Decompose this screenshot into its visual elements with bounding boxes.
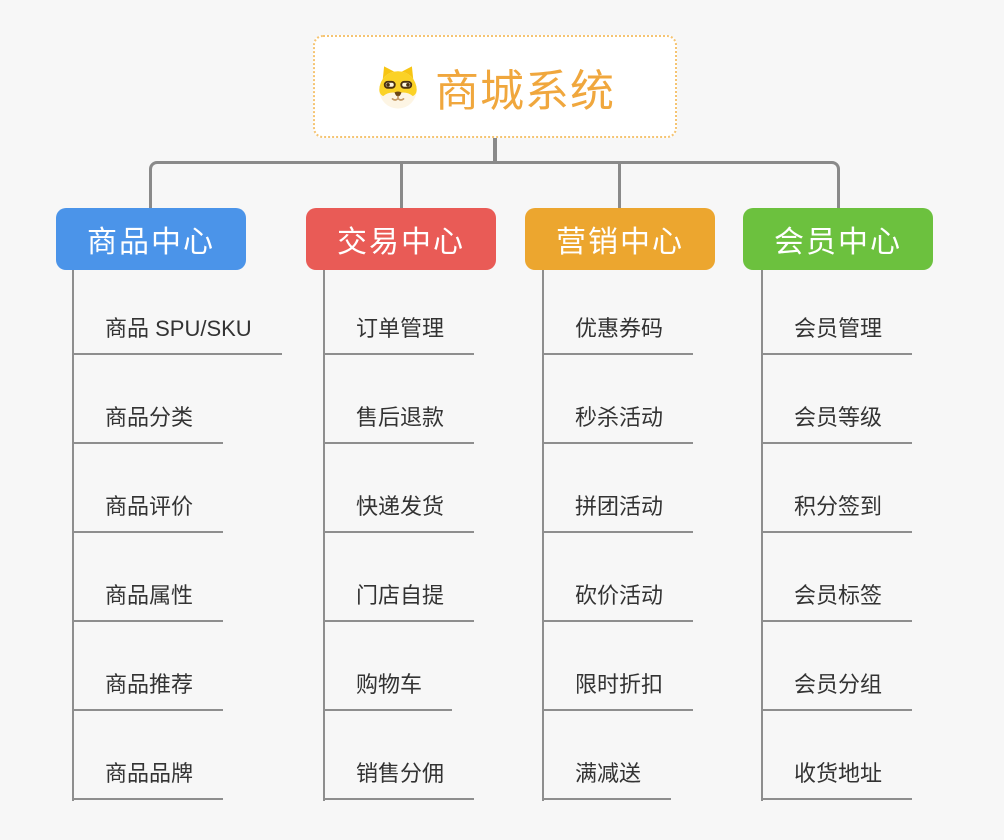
item-label: 积分签到 <box>761 489 913 533</box>
item-label: 会员分组 <box>761 667 913 711</box>
item-label: 商品属性 <box>72 578 224 622</box>
item-node[interactable]: 销售分佣 <box>323 711 475 800</box>
branch-member-center[interactable]: 会员中心 <box>743 208 933 270</box>
item-node[interactable]: 商品 SPU/SKU <box>72 270 282 355</box>
item-node[interactable]: 优惠券码 <box>542 270 694 355</box>
item-node[interactable]: 快递发货 <box>323 444 475 533</box>
connector-bus <box>149 161 840 209</box>
item-label: 商品评价 <box>72 489 224 533</box>
branch-items-marketing: 优惠券码 秒杀活动 拼团活动 砍价活动 限时折扣 满减送 <box>542 270 694 800</box>
item-label: 商品分类 <box>72 400 224 444</box>
item-label: 快递发货 <box>323 489 475 533</box>
connector-column-line-marketing <box>542 270 544 801</box>
item-label: 收货地址 <box>761 756 913 800</box>
item-label: 秒杀活动 <box>542 400 694 444</box>
branch-items-member: 会员管理 会员等级 积分签到 会员标签 会员分组 收货地址 <box>761 270 913 800</box>
item-node[interactable]: 商品分类 <box>72 355 282 444</box>
branch-items-product: 商品 SPU/SKU 商品分类 商品评价 商品属性 商品推荐 商品品牌 <box>72 270 282 800</box>
item-label: 优惠券码 <box>542 311 694 355</box>
item-node[interactable]: 会员管理 <box>761 270 913 355</box>
item-node[interactable]: 商品属性 <box>72 533 282 622</box>
branch-marketing-center[interactable]: 营销中心 <box>525 208 715 270</box>
item-label: 商品品牌 <box>72 756 224 800</box>
item-label: 会员等级 <box>761 400 913 444</box>
item-node[interactable]: 会员分组 <box>761 622 913 711</box>
item-node[interactable]: 秒杀活动 <box>542 355 694 444</box>
connector-column-line-member <box>761 270 763 801</box>
item-node[interactable]: 限时折扣 <box>542 622 694 711</box>
item-label: 购物车 <box>323 667 453 711</box>
item-node[interactable]: 订单管理 <box>323 270 475 355</box>
connector-root-stem <box>493 138 497 164</box>
item-node[interactable]: 商品评价 <box>72 444 282 533</box>
item-label: 会员标签 <box>761 578 913 622</box>
item-label: 砍价活动 <box>542 578 694 622</box>
branch-product-center[interactable]: 商品中心 <box>56 208 246 270</box>
item-node[interactable]: 会员标签 <box>761 533 913 622</box>
root-node-mall-system[interactable]: 商城系统 <box>313 35 677 138</box>
item-label: 限时折扣 <box>542 667 694 711</box>
item-node[interactable]: 积分签到 <box>761 444 913 533</box>
item-node[interactable]: 门店自提 <box>323 533 475 622</box>
item-node[interactable]: 售后退款 <box>323 355 475 444</box>
connector-column-line-trade <box>323 270 325 801</box>
branch-trade-center[interactable]: 交易中心 <box>306 208 496 270</box>
item-label: 售后退款 <box>323 400 475 444</box>
branch-items-trade: 订单管理 售后退款 快递发货 门店自提 购物车 销售分佣 <box>323 270 475 800</box>
item-node[interactable]: 满减送 <box>542 711 693 800</box>
item-node[interactable]: 商品品牌 <box>72 711 282 800</box>
item-label: 拼团活动 <box>542 489 694 533</box>
connector-drop-marketing <box>618 161 621 209</box>
item-node[interactable]: 砍价活动 <box>542 533 694 622</box>
item-label: 门店自提 <box>323 578 475 622</box>
item-node[interactable]: 拼团活动 <box>542 444 694 533</box>
item-label: 销售分佣 <box>323 756 475 800</box>
root-title: 商城系统 <box>435 66 615 116</box>
item-label: 订单管理 <box>323 311 475 355</box>
item-label: 商品 SPU/SKU <box>72 311 282 355</box>
dog-face-icon <box>375 64 421 110</box>
item-node[interactable]: 购物车 <box>323 622 474 711</box>
item-label: 会员管理 <box>761 311 913 355</box>
item-label: 商品推荐 <box>72 667 224 711</box>
item-label: 满减送 <box>542 756 672 800</box>
item-node[interactable]: 商品推荐 <box>72 622 282 711</box>
item-node[interactable]: 收货地址 <box>761 711 913 800</box>
connector-column-line-product <box>72 270 74 801</box>
connector-drop-trade <box>400 161 403 209</box>
item-node[interactable]: 会员等级 <box>761 355 913 444</box>
